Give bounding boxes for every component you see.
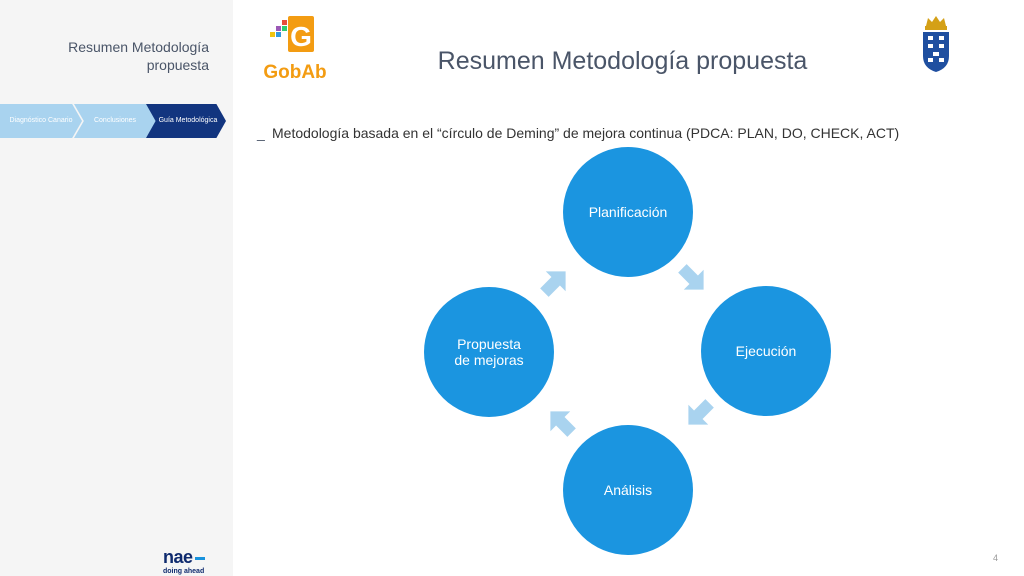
gobab-logo: G GobAb (263, 16, 327, 83)
cycle-node-analisis: Análisis (563, 425, 693, 555)
sidebar: Resumen Metodología propuesta Diagnóstic… (0, 0, 233, 576)
cycle-node-ejecucion: Ejecución (701, 286, 831, 416)
gobab-text: GobAb (263, 62, 326, 83)
progress-steps: Diagnóstico Canario Conclusiones Guía Me… (0, 104, 233, 138)
cycle-arrow-icon (540, 271, 566, 297)
cycle-arrow-icon (550, 411, 576, 437)
nae-logo: nae doing ahead (163, 548, 205, 576)
nae-logo-tagline: doing ahead (163, 568, 205, 575)
sidebar-title: Resumen Metodología propuesta (68, 39, 209, 73)
bullet-marker: _ (257, 125, 265, 141)
bullet-text: Metodología basada en el “círculo de Dem… (272, 125, 900, 141)
step-diagnostico[interactable]: Diagnóstico Canario (0, 104, 82, 138)
nae-logo-text: nae (163, 547, 193, 567)
page-number: 4 (992, 553, 998, 563)
canarias-crest-icon (923, 16, 949, 72)
page-title: Resumen Metodología propuesta (437, 47, 808, 75)
cycle-arrow-icon (688, 399, 714, 425)
step-conclusiones[interactable]: Conclusiones (74, 104, 156, 138)
cycle-arrow-icon (678, 264, 704, 290)
gobab-letter: G (290, 21, 312, 52)
cycle-node-planificacion: Planificación (563, 147, 693, 277)
step-guia-metodologica[interactable]: Guía Metodológica (146, 104, 226, 138)
cycle-node-propuesta: Propuesta de mejoras (424, 287, 554, 417)
